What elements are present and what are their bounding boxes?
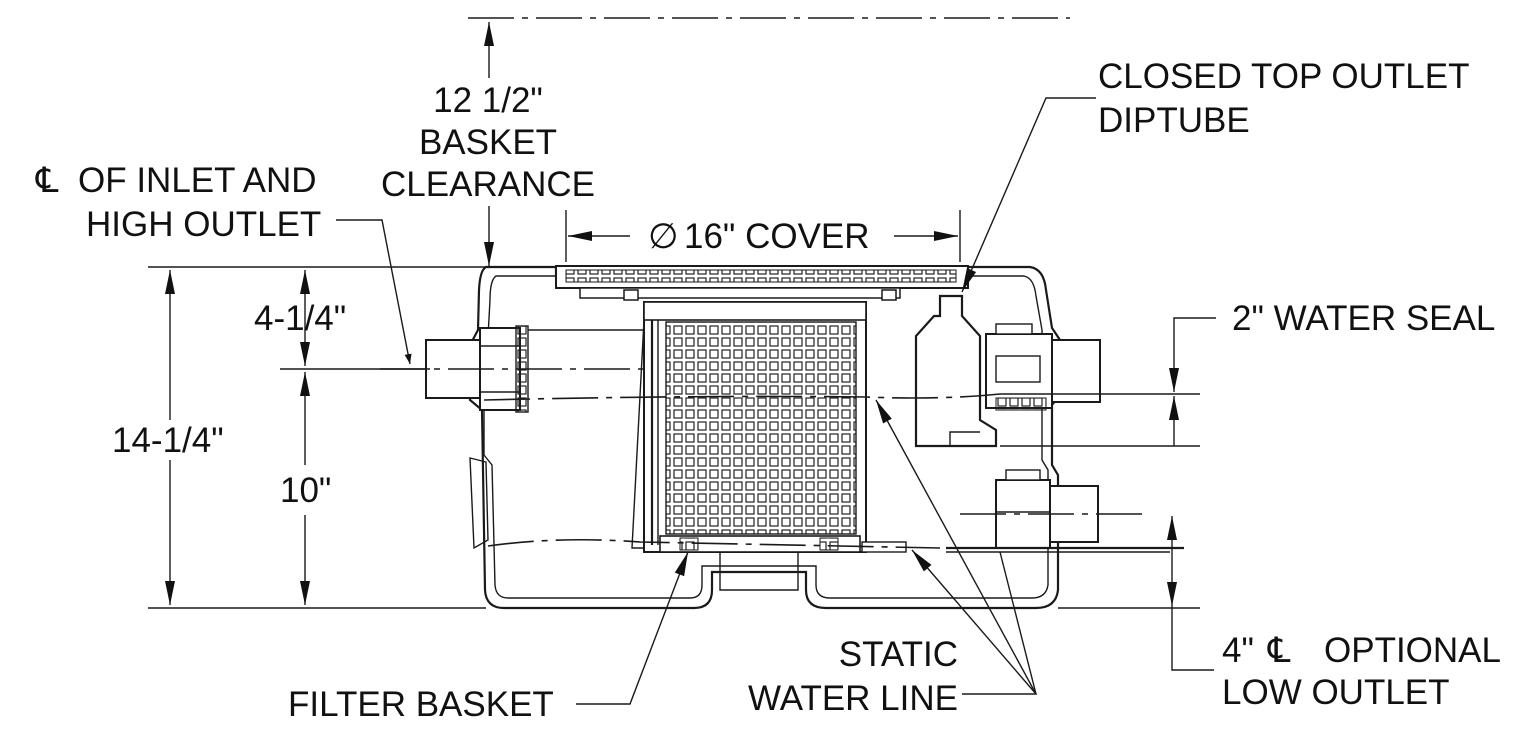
diameter-symbol: ∅: [648, 217, 679, 256]
basket-sump: [719, 552, 799, 591]
high-outlet-nut-bottom: [995, 397, 1047, 411]
clearance-dimension-text: 12 1/2": [433, 81, 543, 120]
tank-wall-rib: [469, 457, 489, 550]
cover-lower-rim: [579, 287, 901, 299]
diptube-label-line2: DIPTUBE: [1098, 101, 1250, 140]
high-outlet-pipe: [1051, 339, 1101, 403]
low-outlet-dim-text: 4": [1222, 631, 1254, 670]
static-water-line-lower: [487, 538, 941, 549]
clearance-label-line2: CLEARANCE: [381, 165, 595, 204]
static-water-leader-lower: [911, 549, 1037, 695]
basket-top-rim: [643, 301, 867, 321]
low-outlet-centerline-symbol: ℄: [1267, 631, 1291, 670]
low-outlet-label-line1: OPTIONAL: [1324, 631, 1501, 670]
filter-basket-leader: [576, 551, 689, 705]
clearance-label-line1: BASKET: [419, 123, 557, 162]
static-water-label-line2: WATER LINE: [748, 679, 958, 718]
basket-foot-right: [819, 537, 839, 551]
inlet-label-line2: HIGH OUTLET: [86, 205, 321, 244]
dim-10-text: 10": [280, 471, 331, 510]
static-water-line-upper: [483, 393, 1001, 401]
diptube-label-line1: CLOSED TOP OUTLET: [1098, 57, 1470, 96]
cover-lug-left: [623, 289, 639, 301]
low-outlet-label-line2: LOW OUTLET: [1222, 673, 1450, 712]
low-outlet-leader: [1171, 606, 1214, 671]
cover-hatch: [565, 269, 957, 283]
static-water-label-line1: STATIC: [839, 635, 958, 674]
cover-lug-right: [881, 289, 897, 301]
water-seal-leader: [1173, 317, 1216, 350]
basket-side-flap: [631, 319, 645, 549]
diptube-callout-leader: [961, 97, 1096, 293]
diptube-body: [914, 294, 998, 448]
diptube-notch: [949, 431, 980, 446]
low-outlet-nut: [1005, 469, 1041, 481]
basket-foot-left: [679, 537, 699, 551]
dim-14-1-4-text: 14-1/4": [112, 421, 224, 460]
water-seal-text: 2" WATER SEAL: [1232, 299, 1495, 338]
basket-mesh: [665, 321, 857, 535]
filter-basket-label: FILTER BASKET: [288, 685, 554, 724]
static-water-leader-right: [999, 551, 1037, 695]
dim-4-1-4-text: 4-1/4": [254, 299, 346, 338]
centerline-symbol: ℄: [35, 161, 59, 200]
high-outlet-nut-top: [995, 323, 1033, 335]
high-outlet-slot: [995, 355, 1041, 383]
inlet-callout-leader: [336, 219, 412, 365]
inlet-label-line1: OF INLET AND: [78, 161, 317, 200]
tank-outer-wall: [468, 265, 1062, 610]
cover-diameter-text: 16" COVER: [684, 217, 870, 256]
